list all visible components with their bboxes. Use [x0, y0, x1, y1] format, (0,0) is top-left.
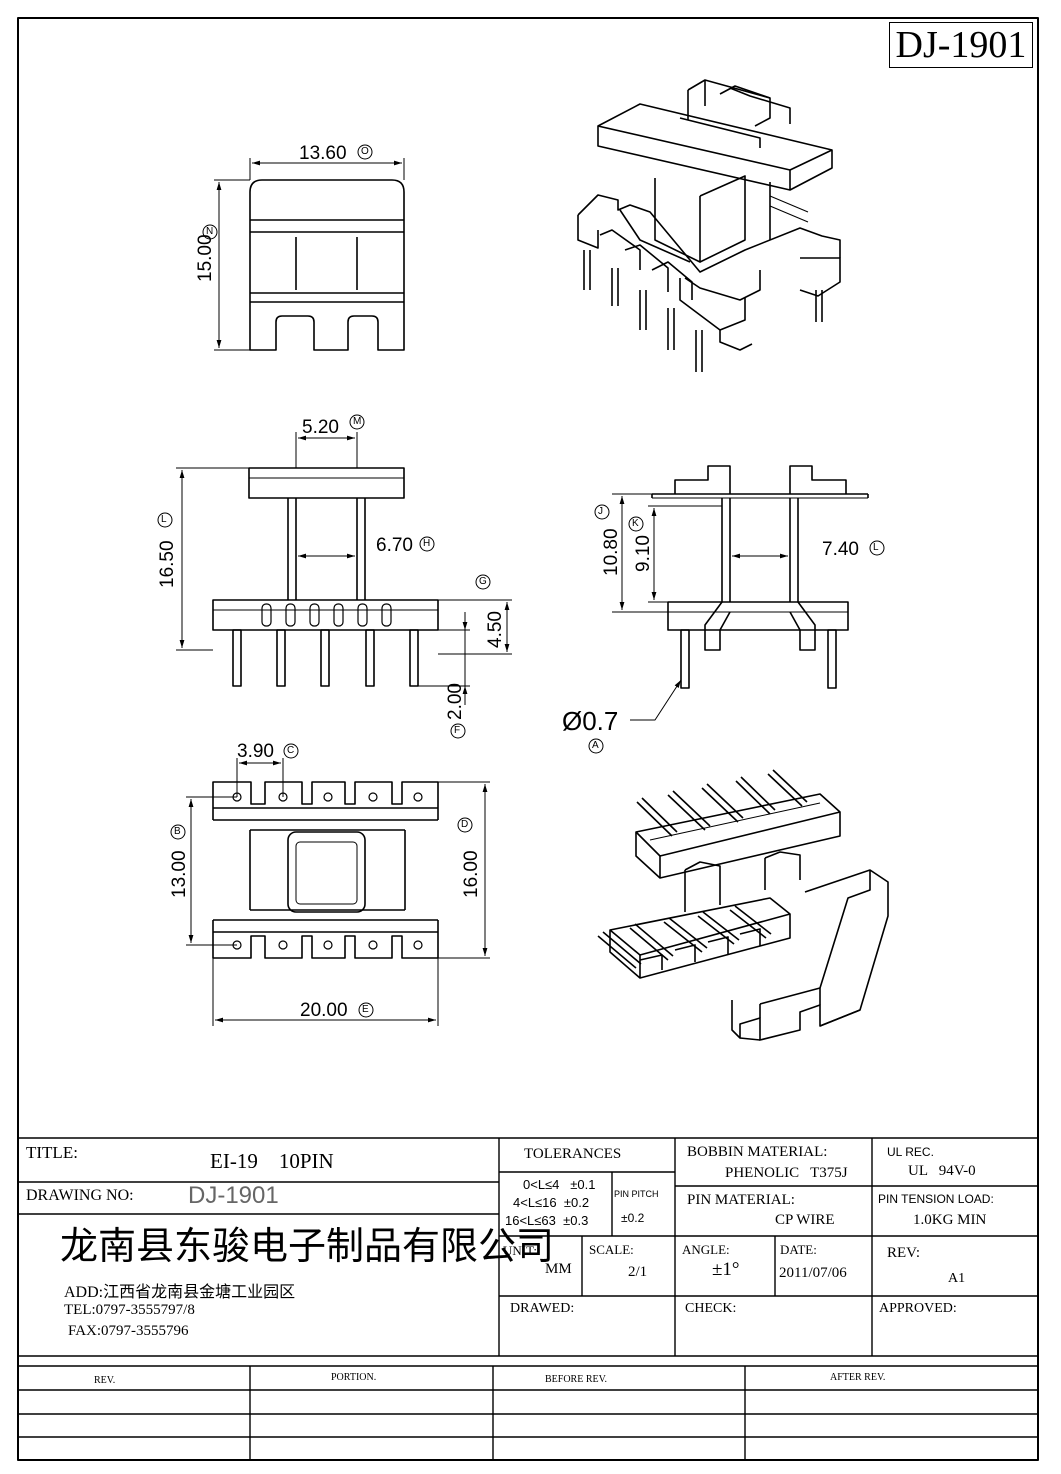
scale-label: SCALE:: [589, 1242, 634, 1257]
pin-material-label: PIN MATERIAL:: [687, 1192, 795, 1208]
scale-value: 2/1: [628, 1264, 648, 1280]
title-value: EI-19 10PIN: [210, 1149, 334, 1173]
before-rev-col-header: BEFORE REV.: [545, 1374, 608, 1385]
bobbin-material-label: BOBBIN MATERIAL:: [687, 1144, 828, 1160]
rev-label: REV:: [887, 1245, 921, 1261]
ref-letter: C: [287, 745, 295, 756]
date-value: 2011/07/06: [779, 1265, 847, 1281]
unit-label: UNIT:: [503, 1243, 538, 1258]
dim-bottom-pitch: 3.90: [237, 741, 274, 762]
ref-letter: G: [479, 576, 487, 587]
ref-letter: F: [454, 725, 461, 736]
ref-letter: E: [362, 1004, 369, 1015]
dim-pin-diameter: Ø0.7: [562, 706, 619, 736]
dim-bottom-depth: 16.00: [461, 850, 482, 898]
sheet-border: [17, 17, 1039, 1461]
ref-letter: K: [632, 518, 639, 529]
dim-side-width: 7.40: [822, 539, 859, 560]
after-rev-col-header: AFTER REV.: [830, 1372, 886, 1383]
unit-value: MM: [545, 1261, 572, 1277]
front-view: [176, 432, 512, 705]
ul-rec-label: UL REC.: [887, 1145, 934, 1159]
drawing-no-label: DRAWING NO:: [26, 1187, 134, 1204]
dim-bottom-rows: 13.00: [169, 850, 190, 898]
ul-rec-value: UL 94V-0: [908, 1163, 976, 1179]
side-view: [612, 465, 869, 721]
date-label: DATE:: [780, 1242, 817, 1257]
dim-top-width: 13.60: [299, 143, 347, 164]
ref-letter: M: [353, 416, 362, 427]
check-label: CHECK:: [685, 1301, 737, 1316]
tolerances-label: TOLERANCES: [524, 1146, 622, 1162]
ref-letter: D: [461, 819, 469, 830]
tolerance-row-3: 16<L≤63 ±0.3: [505, 1213, 589, 1228]
dim-bottom-width: 20.00: [300, 1000, 348, 1021]
dim-front-base: 4.50: [485, 611, 506, 648]
drawed-label: DRAWED:: [510, 1301, 575, 1316]
title-block-grid: [18, 1137, 1038, 1460]
ref-letter: L: [873, 542, 879, 553]
dim-front-window: 5.20: [302, 417, 339, 438]
drawing-no-value: DJ-1901: [188, 1182, 279, 1209]
dim-side-window: 9.10: [633, 535, 654, 572]
ref-letter: N: [206, 226, 214, 237]
tolerance-row-1: 0<L≤4 ±0.1: [523, 1177, 596, 1192]
iso-view-top: [577, 79, 841, 372]
dim-front-height: 16.50: [157, 540, 178, 588]
ref-letter: A: [592, 740, 599, 751]
rev-value: A1: [948, 1271, 966, 1286]
ref-letter: B: [174, 826, 181, 837]
bottom-view: [186, 758, 490, 1026]
bobbin-material-value: PHENOLIC T375J: [725, 1165, 848, 1181]
dim-top-height: 15.00: [195, 234, 216, 282]
dim-front-pin: 2.00: [445, 683, 466, 720]
pin-pitch-label: PIN PITCH: [614, 1189, 659, 1199]
company-address: ADD:江西省龙南县金塘工业园区: [64, 1284, 296, 1301]
ref-letter: O: [361, 146, 369, 157]
pin-material-value: CP WIRE: [775, 1212, 835, 1228]
pin-tension-label: PIN TENSION LOAD:: [878, 1192, 994, 1206]
reference-circles: [157, 144, 885, 1018]
pin-tension-value: 1.0KG MIN: [913, 1212, 987, 1228]
title-label: TITLE:: [26, 1143, 78, 1162]
dim-front-inner: 6.70: [376, 535, 413, 556]
ref-letter: J: [598, 506, 603, 517]
ref-letter: L: [161, 514, 167, 525]
top-view: [214, 158, 405, 351]
approved-label: APPROVED:: [879, 1301, 957, 1316]
dim-side-height: 10.80: [601, 528, 622, 576]
angle-label: ANGLE:: [682, 1242, 730, 1257]
angle-value: ±1°: [712, 1259, 740, 1280]
company-tel: TEL:0797-3555797/8: [64, 1302, 195, 1318]
ref-letter: H: [423, 538, 431, 549]
pin-pitch-value: ±0.2: [621, 1211, 645, 1225]
drawing-code-box: DJ-1901: [889, 22, 1033, 68]
iso-view-bottom: [597, 769, 889, 1041]
rev-col-header: REV.: [94, 1375, 116, 1386]
company-name: 龙南县东骏电子制品有限公司: [60, 1226, 555, 1268]
tolerance-row-2: 4<L≤16 ±0.2: [513, 1195, 590, 1210]
company-fax: FAX:0797-3555796: [68, 1323, 189, 1339]
portion-col-header: PORTION.: [331, 1372, 377, 1383]
